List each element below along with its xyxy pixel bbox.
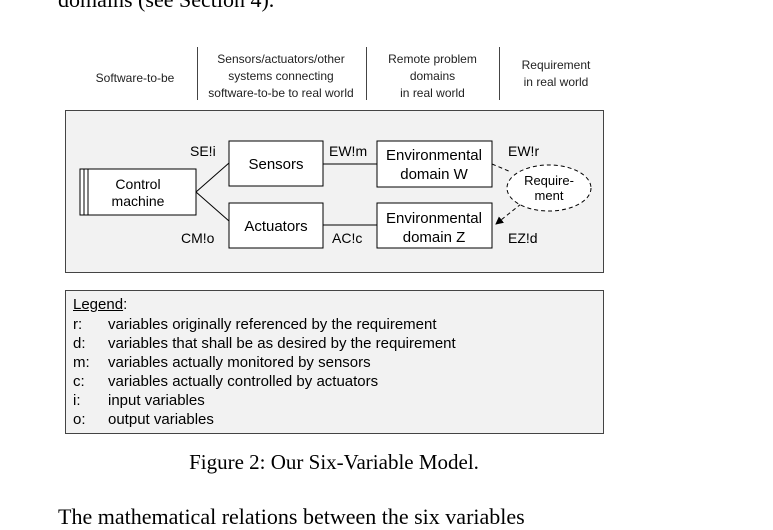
env-domain-w-box — [376, 140, 493, 188]
sensors-label: Sensors — [248, 156, 303, 173]
control-machine-label: machine — [112, 193, 165, 209]
legend-row: o: output variables — [73, 410, 214, 429]
control-machine-label: Control — [115, 176, 160, 192]
column-header-sensors-actuators: Sensors/actuators/other systems connecti… — [198, 51, 364, 102]
column-header-line: domains — [409, 69, 456, 83]
column-header-line: systems connecting — [228, 69, 334, 83]
body-text-above: domains (see Section 4). — [58, 0, 274, 13]
control-machine-box — [79, 168, 197, 216]
column-header-requirement: Requirement in real world — [502, 57, 610, 91]
column-header-line: Sensors/actuators/other — [217, 52, 345, 66]
legend-text: variables actually controlled by actuato… — [108, 373, 379, 390]
legend-row: d: variables that shall be as desired by … — [73, 334, 456, 353]
column-header-remote-domains: Remote problem domains in real world — [367, 51, 498, 102]
label-ew-r: EW!r — [508, 143, 539, 159]
figure-caption: Figure 2: Our Six-Variable Model. — [189, 450, 479, 474]
legend-key: r: — [73, 316, 83, 333]
sensors-box — [228, 140, 324, 187]
legend-row: i: input variables — [73, 391, 205, 410]
link-control-sensors — [195, 162, 230, 193]
label-se-i: SE!i — [190, 143, 216, 159]
legend-row: c: variables actually controlled by actua… — [73, 372, 378, 391]
env-domain-w-label: Environmental — [386, 147, 482, 164]
legend-box: Legend: r: variables originally reference… — [65, 290, 604, 434]
requirement-label: ment — [535, 188, 564, 203]
legend-key: c: — [73, 373, 85, 390]
env-domain-w-label: domain W — [400, 166, 468, 183]
label-cm-o: CM!o — [181, 230, 215, 246]
legend-text: variables actually monitored by sensors — [108, 354, 371, 371]
legend-title: Legend: — [73, 296, 127, 313]
actuators-label: Actuators — [244, 218, 307, 235]
column-header-line: software-to-be to real world — [208, 86, 354, 100]
legend-row: r: variables originally referenced by the… — [73, 315, 437, 334]
column-header-line: Software-to-be — [95, 71, 175, 85]
legend-key: d: — [73, 335, 86, 352]
link-control-actuators — [195, 191, 230, 222]
legend-text: variables originally referenced by the r… — [108, 316, 437, 333]
column-header-line: in real world — [523, 75, 589, 89]
legend-text: input variables — [108, 392, 205, 409]
column-header-line: Remote problem — [388, 52, 477, 66]
column-divider — [197, 47, 198, 100]
label-ez-d: EZ!d — [508, 230, 538, 246]
column-header-line: Requirement — [521, 58, 591, 72]
column-divider — [499, 47, 500, 100]
legend-text: variables that shall be as desired by th… — [108, 335, 456, 352]
label-ac-c: AC!c — [332, 230, 362, 246]
legend-key: m: — [73, 354, 90, 371]
column-header-line: in real world — [400, 86, 465, 100]
legend-key: o: — [73, 411, 86, 428]
env-domain-z-label: domain Z — [403, 229, 466, 246]
env-domain-z-label: Environmental — [386, 210, 482, 227]
link-requirement-env-z — [495, 203, 522, 225]
legend-title-text: Legend — [73, 296, 124, 313]
column-header-software: Software-to-be — [80, 70, 190, 87]
link-env-w-requirement — [491, 163, 512, 173]
legend-text: output variables — [108, 411, 214, 428]
six-variable-diagram: Control machine Sensors Actuators Enviro… — [65, 110, 604, 273]
requirement-ellipse — [506, 164, 592, 212]
env-domain-z-box — [376, 202, 493, 249]
column-divider — [366, 47, 367, 100]
legend-key: i: — [73, 392, 81, 409]
legend-title-colon: : — [123, 296, 128, 313]
legend-row: m: variables actually monitored by sensor… — [73, 353, 371, 372]
actuators-box — [228, 202, 324, 249]
label-ew-m: EW!m — [329, 143, 367, 159]
requirement-label: Require- — [524, 173, 574, 188]
body-text-below: The mathematical relations between the s… — [58, 504, 525, 529]
diagram-canvas: Control machine Sensors Actuators Enviro… — [79, 140, 592, 249]
